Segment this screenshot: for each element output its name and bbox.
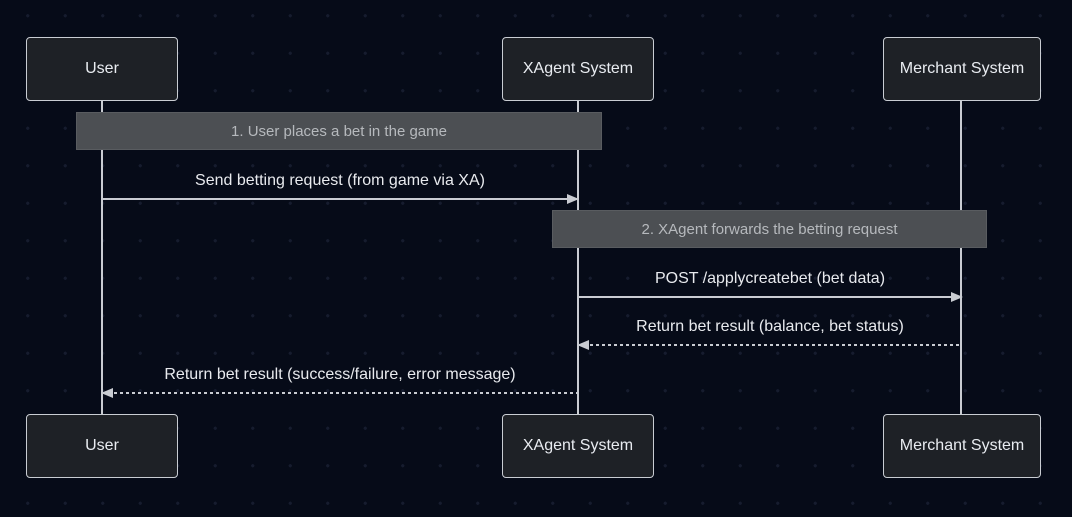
message-label: Return bet result (success/failure, erro… <box>164 366 516 383</box>
message-arrow <box>578 292 963 302</box>
actor-label: XAgent System <box>522 437 634 454</box>
arrowhead-left-icon <box>577 340 589 350</box>
arrowhead-right-icon <box>567 194 579 204</box>
note-text: 1. User places a bet in the game <box>231 122 447 140</box>
actor-label: User <box>85 60 119 77</box>
note-step-1: 1. User places a bet in the game <box>76 112 602 150</box>
arrowhead-right-icon <box>951 292 963 302</box>
message-label: Send betting request (from game via XA) <box>195 172 485 189</box>
message-label: Return bet result (balance, bet status) <box>636 318 904 335</box>
message-return-bet-result-merchant: Return bet result (balance, bet status) <box>577 317 962 350</box>
actor-label: Merchant System <box>899 60 1025 77</box>
message-arrow <box>101 388 578 398</box>
actor-xagent-top: XAgent System <box>502 37 654 101</box>
message-return-bet-result-user: Return bet result (success/failure, erro… <box>101 365 578 398</box>
lifeline-merchant <box>960 101 962 414</box>
message-arrow <box>577 340 962 350</box>
note-text: 2. XAgent forwards the betting request <box>641 220 898 238</box>
actor-label: XAgent System <box>522 60 634 77</box>
actor-merchant-bottom: Merchant System <box>883 414 1041 478</box>
actor-user-bottom: User <box>26 414 178 478</box>
actor-label: Merchant System <box>899 437 1025 454</box>
message-arrow <box>102 194 579 204</box>
lifeline-user <box>101 101 103 414</box>
actor-merchant-top: Merchant System <box>883 37 1041 101</box>
message-label: POST /applycreatebet (bet data) <box>654 270 886 287</box>
message-post-applycreatebet: POST /applycreatebet (bet data) <box>578 269 963 302</box>
actor-xagent-bottom: XAgent System <box>502 414 654 478</box>
actor-label: User <box>85 437 119 454</box>
message-send-betting-request: Send betting request (from game via XA) <box>102 171 579 204</box>
arrowhead-left-icon <box>101 388 113 398</box>
lifeline-xagent <box>577 101 579 414</box>
actor-user-top: User <box>26 37 178 101</box>
note-step-2: 2. XAgent forwards the betting request <box>552 210 987 248</box>
